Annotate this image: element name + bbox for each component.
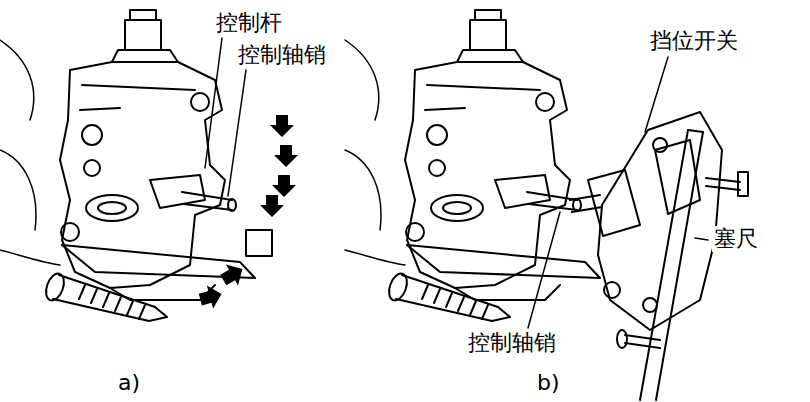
panel-label: b) bbox=[535, 370, 562, 396]
part-label: 塞尺 bbox=[712, 226, 760, 252]
part-label: 挡位开关 bbox=[648, 28, 740, 54]
bracket-drawing bbox=[0, 10, 255, 300]
gauge-square bbox=[246, 230, 272, 256]
bolt-drawing bbox=[43, 271, 167, 321]
part-label: 控制杆 bbox=[214, 10, 284, 36]
leader-lines bbox=[205, 38, 708, 328]
part-label: 控制轴销 bbox=[466, 330, 558, 356]
part-label: 控制轴销 bbox=[236, 42, 328, 68]
bolt-drawing bbox=[386, 271, 510, 321]
panel-label: a) bbox=[116, 370, 142, 396]
screw-drawing bbox=[617, 172, 748, 348]
bracket-drawing bbox=[345, 10, 600, 300]
feeler-gauge-drawing bbox=[640, 130, 703, 400]
switch-drawing bbox=[570, 112, 722, 330]
direction-arrows bbox=[197, 115, 298, 311]
